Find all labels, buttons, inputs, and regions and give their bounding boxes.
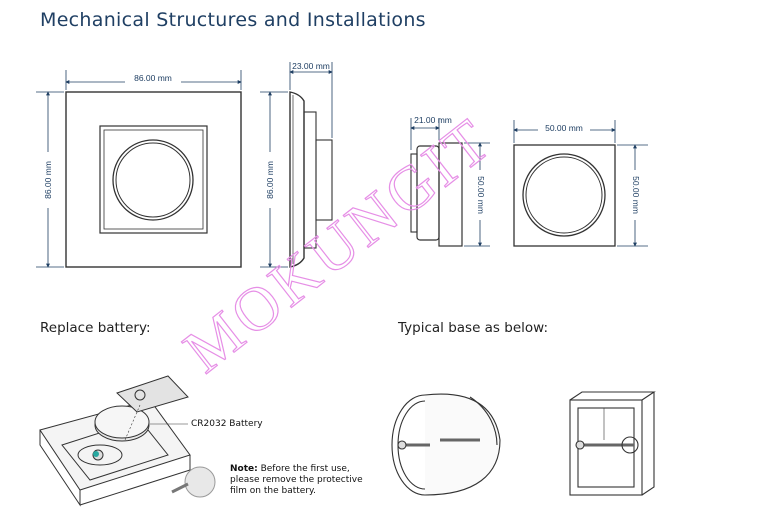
square-base-box [569,391,656,496]
knob-side-height-label: 50.00 mm [476,176,486,214]
battery-contact [93,451,99,457]
knob-side-view [410,142,463,247]
knob-depth-dimension [410,118,440,150]
note-prefix: Note: [230,464,258,474]
knob-front-height-label: 50.00 mm [631,176,641,214]
front-width-label: 86.00 mm [134,73,172,83]
knob-front-width-label: 50.00 mm [545,123,583,133]
replace-battery-heading: Replace battery: [40,320,151,336]
knob-depth-label: 21.00 mm [414,115,452,125]
battery-illustration [39,375,216,507]
side-depth-dimension [289,62,333,138]
page-title: Mechanical Structures and Installations [40,9,426,31]
round-base-box [391,393,501,496]
side-depth-label: 23.00 mm [292,61,330,71]
battery-note: Note: Before the first use, please remov… [230,464,365,497]
typical-base-heading: Typical base as below: [398,320,548,336]
side-view-panel [289,91,333,268]
front-view-panel [65,91,242,268]
note-text: Before the first use, please remove the … [230,464,363,496]
front-height-label: 86.00 mm [43,161,53,199]
knob-front-view [513,144,616,247]
side-height-label: 86.00 mm [265,161,275,199]
battery-label: CR2032 Battery [191,419,263,429]
